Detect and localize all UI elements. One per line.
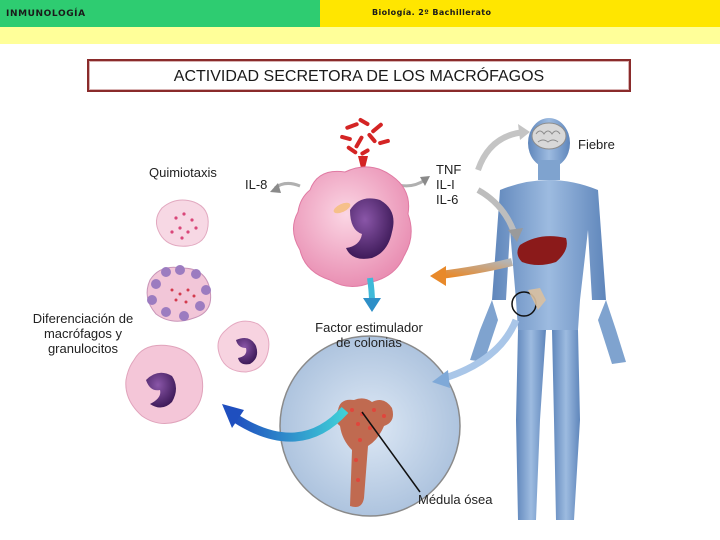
label-csf-line-2: de colonias [336, 335, 402, 350]
bone-marrow-inset [279, 335, 461, 517]
header-subband [0, 27, 720, 44]
arrow-to-liver-head [508, 228, 523, 242]
arrow-to-brain-head [518, 124, 530, 140]
arrow-tnf-head [420, 176, 430, 186]
cell-chemotaxis [156, 199, 209, 247]
label-csf: Factor estimulador de colonias [304, 320, 434, 350]
cell-macrophage-large [125, 344, 204, 424]
page-title: ACTIVIDAD SECRETORA DE LOS MACRÓFAGOS [173, 68, 545, 85]
label-differentiation-line-3: granulocitos [47, 341, 119, 356]
bone-icon [335, 398, 393, 507]
arrow-marrow-to-cells-head [222, 404, 244, 428]
bacteria-icon [340, 118, 390, 168]
arrow-body-to-marrow-head [432, 370, 450, 388]
label-cytokines: TNF IL-I IL-6 [436, 162, 461, 207]
label-chemotaxis: Quimiotaxis [149, 165, 217, 180]
header-right-band: Biología. 2º Bachillerato [320, 0, 720, 27]
header-course: Biología. 2º Bachillerato [372, 8, 492, 17]
cell-small-macrophage [217, 320, 270, 373]
label-csf-line-1: Factor estimulador [315, 320, 423, 335]
label-bone-marrow: Médula ósea [418, 492, 493, 507]
brain-icon [531, 122, 567, 150]
arrow-marrow-to-cells [232, 406, 349, 442]
label-il1: IL-I [436, 177, 455, 192]
human-body-figure [470, 118, 626, 520]
arrow-csf-head [363, 298, 381, 312]
label-differentiation-line-1: Diferenciación de [32, 311, 134, 326]
liver-icon [517, 236, 567, 265]
label-fever: Fiebre [578, 137, 615, 152]
label-differentiation-line-2: macrófagos y [43, 326, 123, 341]
label-il6: IL-6 [436, 192, 459, 207]
header-subject: INMUNOLOGÍA [6, 9, 86, 19]
arrow-body-to-marrow [443, 318, 520, 382]
arrow-il8-head [270, 183, 281, 193]
cell-granulocyte [146, 265, 212, 322]
arrow-orange-head [430, 266, 446, 286]
label-differentiation: Diferenciación de macrófagos y granuloci… [28, 311, 138, 356]
macrophage-cell [293, 166, 412, 287]
arrow-to-brain [475, 129, 526, 172]
arrow-orange [439, 258, 513, 279]
title-box: ACTIVIDAD SECRETORA DE LOS MACRÓFAGOS [87, 59, 631, 92]
bone-marker [511, 288, 546, 317]
label-tnf: TNF [436, 162, 462, 177]
label-il8: IL-8 [245, 177, 268, 192]
header-left-band: INMUNOLOGÍA [0, 0, 320, 27]
